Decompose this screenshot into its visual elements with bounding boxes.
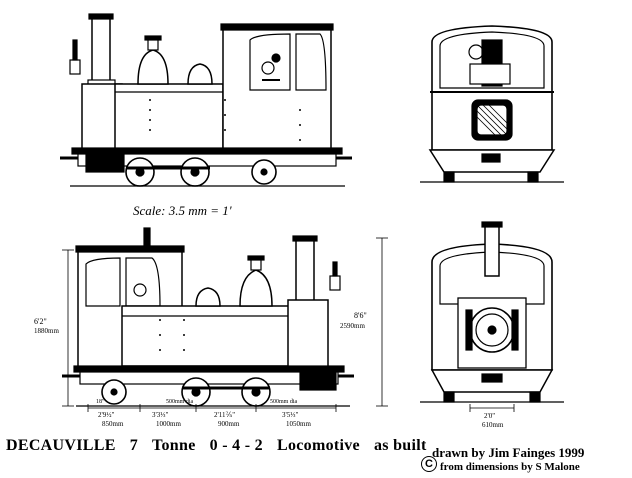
end-view-top <box>420 25 564 183</box>
title-word-type: Locomotive <box>276 437 360 454</box>
drawn-by-credit: drawn by Jim Fainges 1999 <box>432 445 585 460</box>
title-word-weight: 7 <box>129 437 138 454</box>
dim-gauge: 2'0" <box>484 412 495 420</box>
title-word-make: DECAUVILLE <box>6 437 116 454</box>
dim-cab-height: 6'2" <box>34 317 47 326</box>
title-word-arrangement: 0 - 4 - 2 <box>209 437 263 454</box>
source-credit: from dimensions by S Malone <box>440 461 580 473</box>
dim-spacing-2: 3'3⅓" <box>152 411 169 419</box>
dim-spacing-2-mm: 1000mm <box>156 420 181 428</box>
dim-spacing-3-mm: 900mm <box>218 420 240 428</box>
height-dimension-line <box>376 237 388 407</box>
dim-total-height-mm: 2590mm <box>340 322 365 330</box>
drawing-title: DECAUVILLE 7 Tonne 0 - 4 - 2 Locomotive as bu… <box>6 437 427 455</box>
dim-gauge-mm: 610mm <box>482 421 504 429</box>
title-word-unit: Tonne <box>152 437 196 454</box>
end-view-bottom <box>420 221 564 412</box>
scale-label: Scale: 3.5 mm = 1' <box>133 203 232 218</box>
dim-total-height: 8'6" <box>354 311 367 320</box>
dim-trailing-wheel-mm: 500mm dia <box>270 399 298 405</box>
dim-spacing-4-mm: 1050mm <box>286 420 311 428</box>
dim-trailing-wheel: 18" <box>96 399 105 405</box>
title-as-built: as built <box>373 437 427 454</box>
dim-spacing-3: 2'11⅖" <box>214 411 235 419</box>
dim-cab-height-mm: 1880mm <box>34 327 59 335</box>
side-elevation-top <box>60 13 352 187</box>
side-elevation-bottom <box>62 227 354 412</box>
copyright-icon: C <box>421 456 437 472</box>
dim-spacing-1-mm: 850mm <box>102 420 124 428</box>
dim-spacing-1: 2'9½" <box>98 411 115 419</box>
dim-driving-wheel: 500mm dia <box>166 399 194 405</box>
dim-spacing-4: 3'5⅓" <box>282 411 299 419</box>
